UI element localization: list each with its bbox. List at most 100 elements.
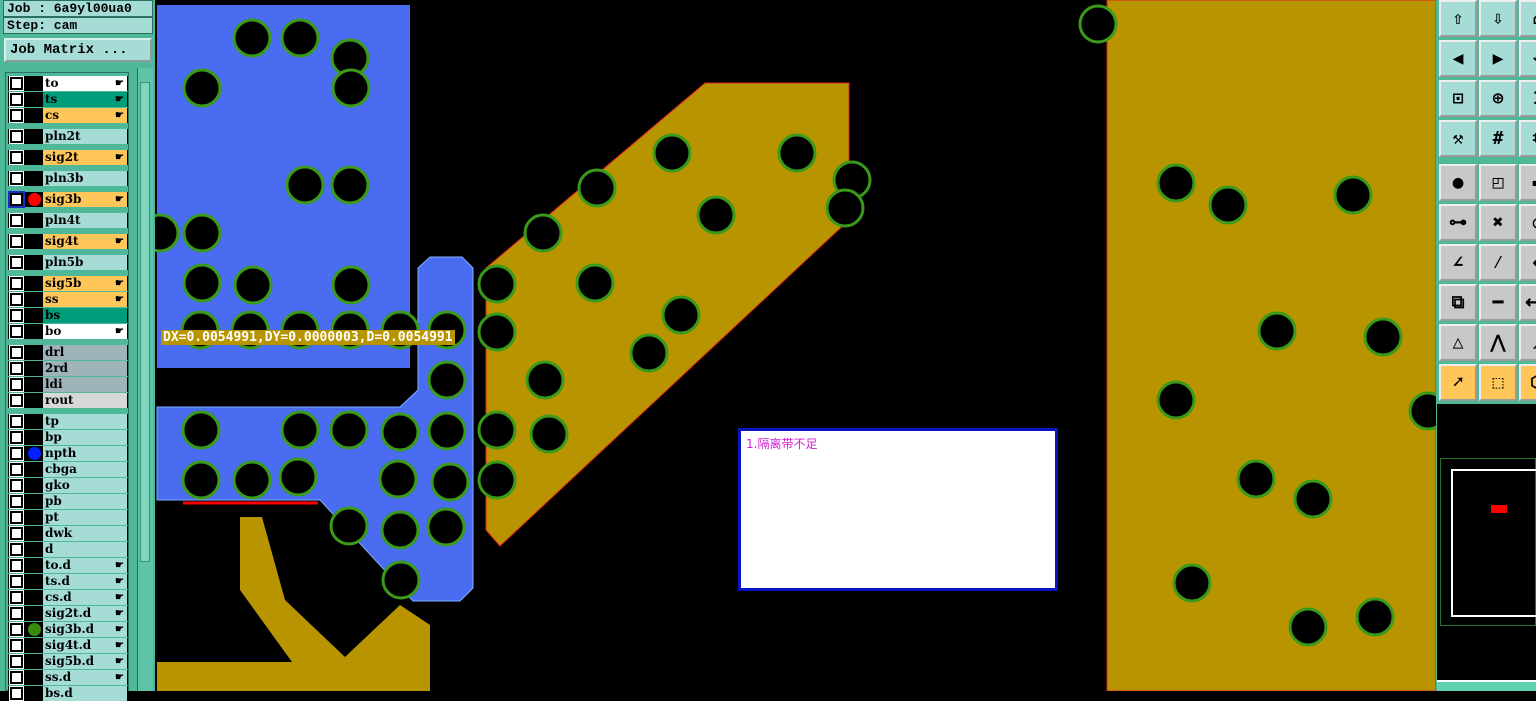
layer-name[interactable]: gko	[43, 478, 127, 493]
layer-row-sig3b-d[interactable]: sig3b.d☛	[8, 622, 128, 637]
layer-row-sig4t-d[interactable]: sig4t.d☛	[8, 638, 128, 653]
grid-button[interactable]: #	[1479, 120, 1517, 157]
layer-row-d[interactable]: d	[8, 542, 128, 557]
layer-name[interactable]: to☛	[43, 76, 127, 91]
layer-row-sig2t[interactable]: sig2t☛	[8, 150, 128, 165]
connect-button[interactable]: ⊶	[1439, 204, 1477, 241]
layer-name[interactable]: ts☛	[43, 92, 127, 107]
layer-name[interactable]: pt	[43, 510, 127, 525]
layer-name[interactable]: sig5b.d☛	[43, 654, 127, 669]
layer-checkbox[interactable]	[9, 526, 24, 541]
layer-name[interactable]: bs.d	[43, 686, 127, 701]
layer-row-dwk[interactable]: dwk	[8, 526, 128, 541]
layer-name[interactable]: ts.d☛	[43, 574, 127, 589]
layer-name[interactable]: ss☛	[43, 292, 127, 307]
layer-checkbox[interactable]	[9, 510, 24, 525]
layer-checkbox[interactable]	[9, 478, 24, 493]
layer-name[interactable]: ss.d☛	[43, 670, 127, 685]
scrollbar-thumb[interactable]	[140, 82, 150, 562]
layer-list-scrollbar[interactable]	[137, 68, 153, 691]
layer-checkbox[interactable]	[9, 108, 24, 123]
layer-checkbox[interactable]	[9, 542, 24, 557]
line-button[interactable]: ⁄	[1479, 244, 1517, 281]
layer-name[interactable]: drl	[43, 345, 127, 360]
layer-row-ss-d[interactable]: ss.d☛	[8, 670, 128, 685]
layer-name[interactable]: 2rd	[43, 361, 127, 376]
pad-button[interactable]: ○	[1519, 204, 1536, 241]
layer-checkbox[interactable]	[9, 150, 24, 165]
layer-checkbox[interactable]	[9, 377, 24, 392]
line-angle-button[interactable]: ∠	[1439, 244, 1477, 281]
undo-button[interactable]: ↶	[1519, 40, 1536, 77]
layer-checkbox[interactable]	[9, 92, 24, 107]
layer-checkbox[interactable]	[9, 361, 24, 376]
layer-checkbox[interactable]	[9, 276, 24, 291]
layer-checkbox[interactable]	[9, 213, 24, 228]
layer-row-npth[interactable]: npth	[8, 446, 128, 461]
layer-checkbox[interactable]	[9, 558, 24, 573]
arrow-left-button[interactable]: ←	[1519, 244, 1536, 281]
layer-checkbox[interactable]	[9, 590, 24, 605]
layer-row-pln5b[interactable]: pln5b	[8, 255, 128, 270]
layer-row-cs[interactable]: cs☛	[8, 108, 128, 123]
layer-checkbox[interactable]	[9, 308, 24, 323]
net-button[interactable]: ⌗	[1519, 120, 1536, 157]
layer-name[interactable]: d	[43, 542, 127, 557]
layer-row-rout[interactable]: rout	[8, 393, 128, 408]
ruler-button[interactable]: ▬	[1519, 164, 1536, 201]
layer-checkbox[interactable]	[9, 574, 24, 589]
layer-row-sig3b[interactable]: sig3b☛	[8, 191, 128, 208]
layer-name[interactable]: bs	[43, 308, 127, 323]
layer-row-tp[interactable]: tp	[8, 414, 128, 429]
layer-name[interactable]: sig3b☛	[43, 192, 127, 207]
layer-checkbox[interactable]	[9, 670, 24, 685]
layer-row-ts[interactable]: ts☛	[8, 92, 128, 107]
pan-right-button[interactable]: ▶	[1479, 40, 1517, 77]
layer-checkbox[interactable]	[9, 393, 24, 408]
layer-checkbox[interactable]	[9, 622, 24, 637]
open-button[interactable]: ⇧	[1439, 0, 1477, 37]
layer-name[interactable]: cs☛	[43, 108, 127, 123]
layer-checkbox[interactable]	[9, 462, 24, 477]
layer-checkbox[interactable]	[9, 345, 24, 360]
home-button[interactable]: ⌂	[1519, 0, 1536, 37]
layer-row-pln2t[interactable]: pln2t	[8, 129, 128, 144]
layer-row-bs-d[interactable]: bs.d	[8, 686, 128, 701]
layer-row-to-d[interactable]: to.d☛	[8, 558, 128, 573]
delete-pad-button[interactable]: ✖	[1479, 204, 1517, 241]
layer-checkbox[interactable]	[9, 638, 24, 653]
one-to-one-button[interactable]: 1	[1519, 80, 1536, 117]
layer-checkbox[interactable]	[9, 324, 24, 339]
line-split-button[interactable]: ━	[1479, 284, 1517, 321]
layer-checkbox[interactable]	[9, 686, 24, 701]
layer-name[interactable]: cbga	[43, 462, 127, 477]
layer-name[interactable]: rout	[43, 393, 127, 408]
minimap[interactable]	[1440, 458, 1536, 626]
layer-checkbox[interactable]	[8, 191, 25, 208]
layer-row-pb[interactable]: pb	[8, 494, 128, 509]
layer-row-to[interactable]: to☛	[8, 76, 128, 91]
layer-name[interactable]: pln4t	[43, 213, 127, 228]
layer-name[interactable]: sig4t.d☛	[43, 638, 127, 653]
layer-row-pln3b[interactable]: pln3b	[8, 171, 128, 186]
copy-feature-button[interactable]: ◰	[1479, 164, 1517, 201]
layer-name[interactable]: ldi	[43, 377, 127, 392]
select-button[interactable]: ➚	[1439, 364, 1477, 401]
layer-checkbox[interactable]	[9, 292, 24, 307]
layer-checkbox[interactable]	[9, 430, 24, 445]
layer-row-bo[interactable]: bo☛	[8, 324, 128, 339]
layer-checkbox[interactable]	[9, 494, 24, 509]
layer-row-pln4t[interactable]: pln4t	[8, 213, 128, 228]
layer-checkbox[interactable]	[9, 234, 24, 249]
measure-button[interactable]: ⟻	[1519, 284, 1536, 321]
layer-name[interactable]: pln5b	[43, 255, 127, 270]
layer-name[interactable]: sig2t.d☛	[43, 606, 127, 621]
layer-row-2rd[interactable]: 2rd	[8, 361, 128, 376]
layer-row-bp[interactable]: bp	[8, 430, 128, 445]
layer-row-ss[interactable]: ss☛	[8, 292, 128, 307]
layer-name[interactable]: cs.d☛	[43, 590, 127, 605]
layer-checkbox[interactable]	[9, 654, 24, 669]
select-shape-button[interactable]: ⬡	[1519, 364, 1536, 401]
layer-row-sig5b[interactable]: sig5b☛	[8, 276, 128, 291]
layer-row-ldi[interactable]: ldi	[8, 377, 128, 392]
